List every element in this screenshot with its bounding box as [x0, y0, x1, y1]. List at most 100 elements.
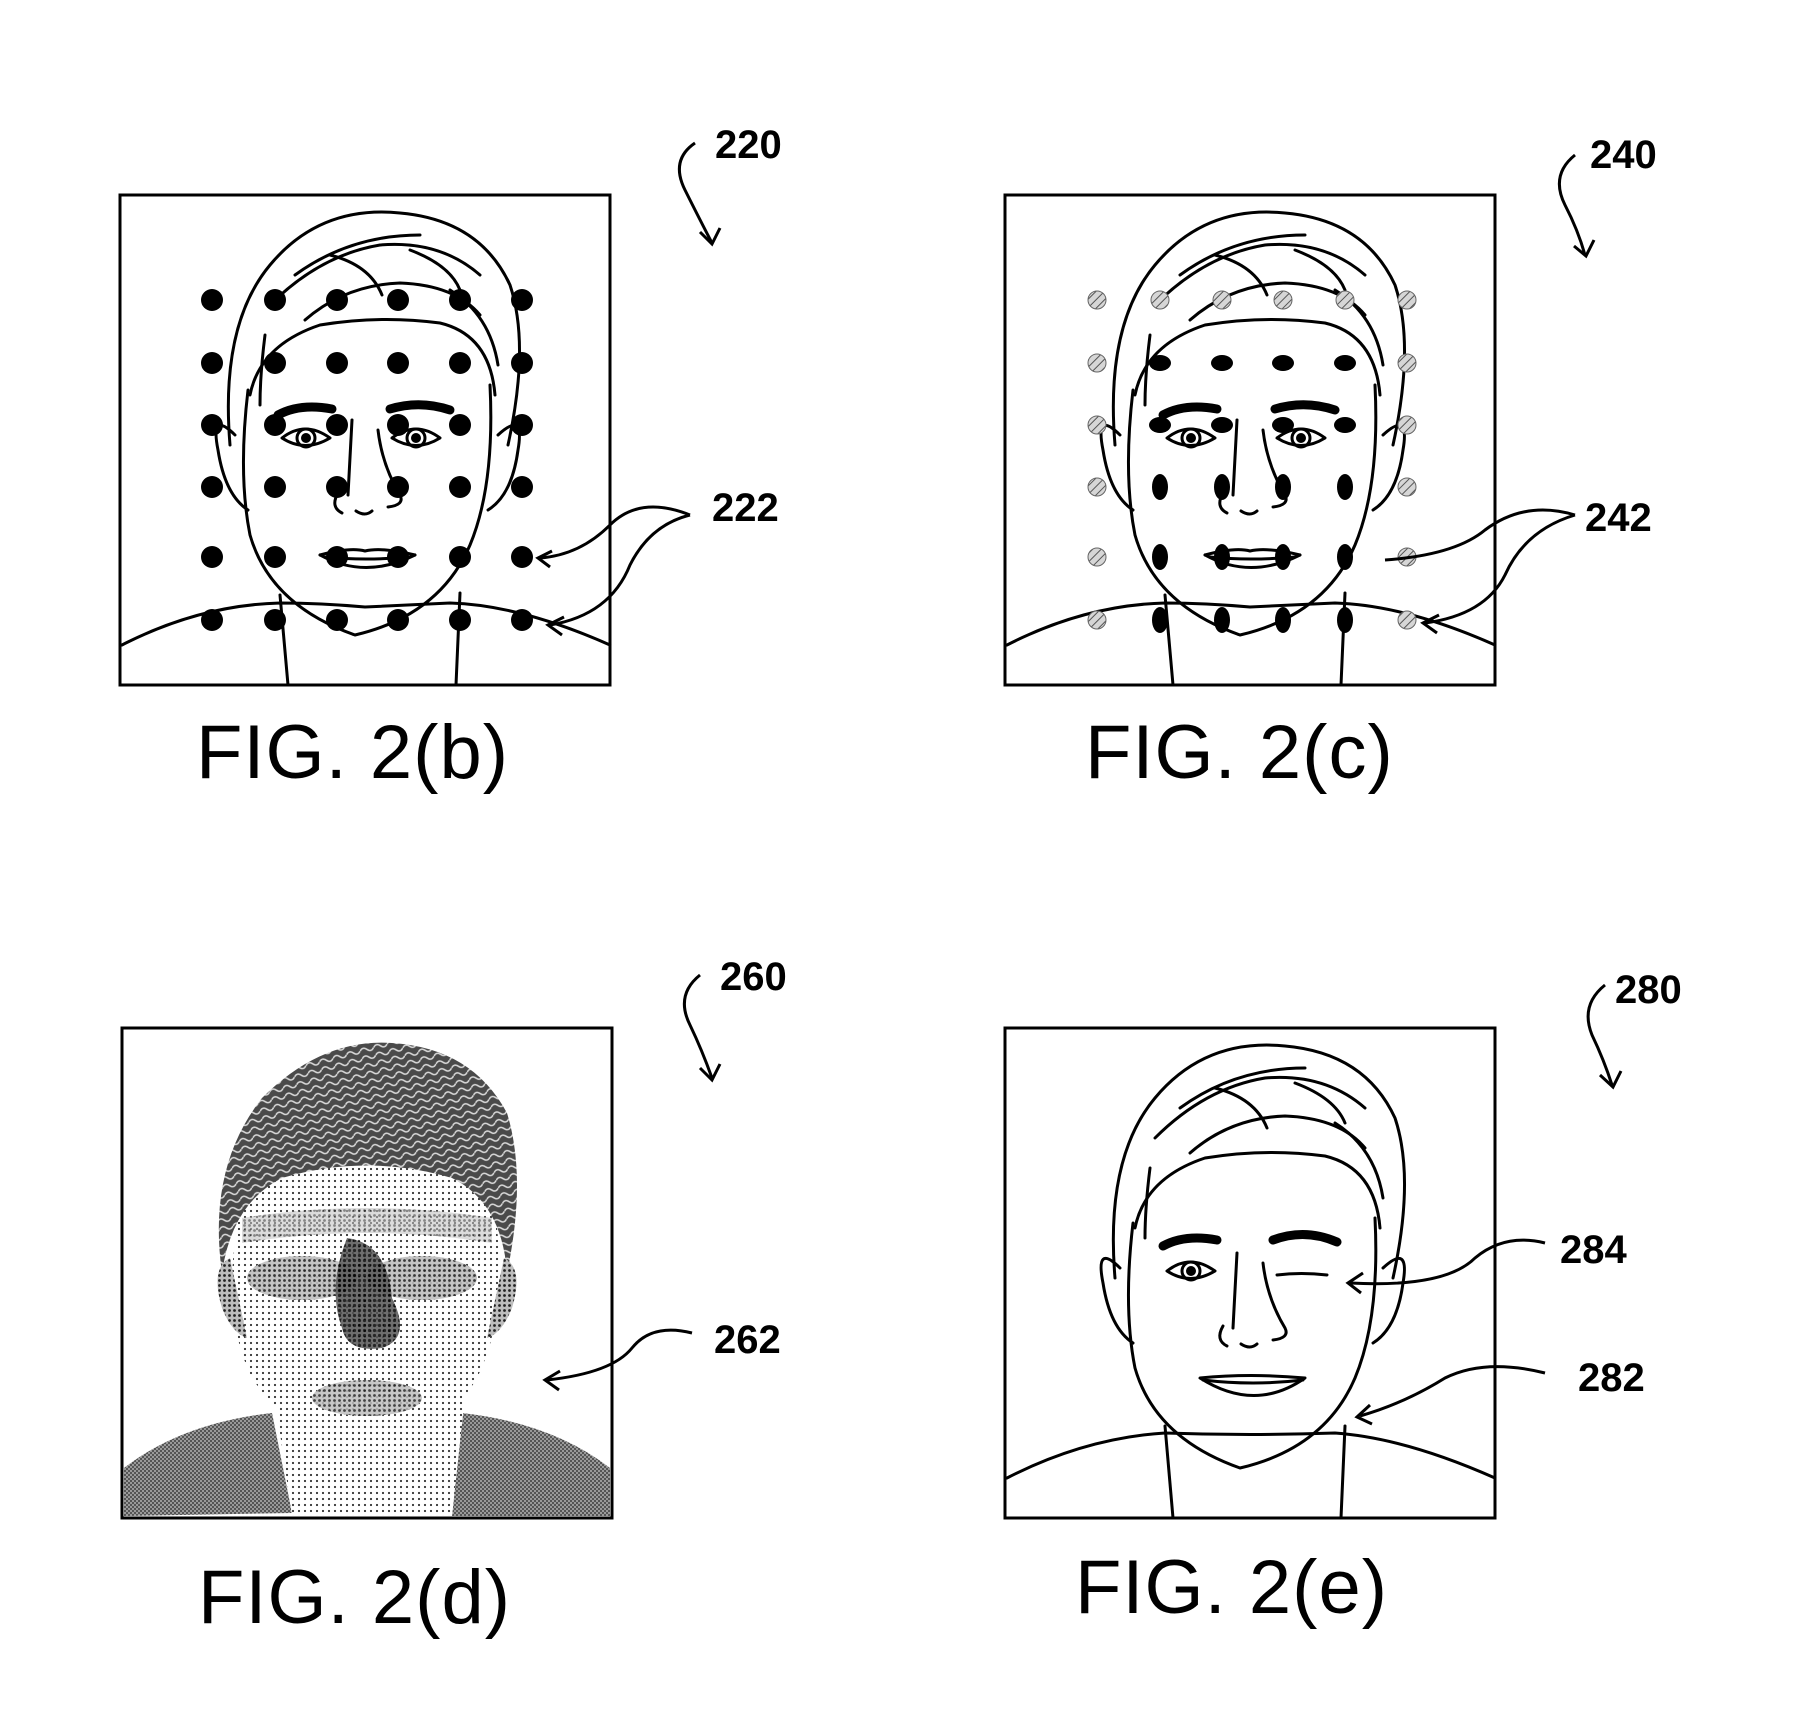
weighted-landmark-weak [1150, 290, 1170, 310]
weighted-landmark-strong [1214, 474, 1230, 500]
landmark-dot [326, 289, 348, 311]
figure-2c-leader-upper [1384, 508, 1576, 562]
weighted-landmark-weak [1397, 610, 1417, 630]
landmark-dot [387, 476, 409, 498]
landmark-dot [201, 609, 223, 631]
figure-2b [118, 193, 691, 687]
ref-242: 242 [1585, 496, 1652, 540]
landmark-dot [264, 289, 286, 311]
weighted-landmark-weak [1273, 290, 1293, 310]
landmark-dot [387, 289, 409, 311]
landmark-dot [449, 352, 471, 374]
figure-2d-nose [335, 1238, 400, 1349]
landmark-dot [449, 414, 471, 436]
weighted-landmark-weak [1397, 290, 1417, 310]
figure-2e-frame [1003, 1026, 1497, 1520]
landmark-dot [264, 476, 286, 498]
landmark-dot [201, 352, 223, 374]
ref-280: 280 [1615, 968, 1682, 1012]
landmark-dot [511, 546, 533, 568]
landmark-dot [387, 414, 409, 436]
weighted-landmark-weak [1087, 290, 1107, 310]
figure-2c-leader-lower [1424, 513, 1576, 625]
landmark-dot [387, 609, 409, 631]
weighted-landmark-strong [1272, 417, 1294, 433]
weighted-landmark-strong [1152, 544, 1168, 570]
landmark-dot [264, 546, 286, 568]
weighted-landmark-strong [1337, 607, 1353, 633]
figure-2e-leader-284 [1349, 1238, 1546, 1286]
landmark-dot [449, 546, 471, 568]
landmark-dot [326, 414, 348, 436]
caption-fig-2b: FIG. 2(b) [196, 710, 510, 795]
landmark-dot [511, 289, 533, 311]
ref-arrow-240 [1557, 153, 1587, 256]
figure-2c-frame [1003, 193, 1497, 687]
figure-2b-landmark-dots [201, 289, 533, 631]
caption-fig-2e: FIG. 2(e) [1075, 1545, 1389, 1630]
weighted-landmark-weak [1087, 547, 1107, 567]
weighted-landmark-weak [1397, 415, 1417, 435]
weighted-landmark-strong [1334, 355, 1356, 371]
landmark-dot [511, 414, 533, 436]
weighted-landmark-weak [1087, 415, 1107, 435]
landmark-dot [264, 609, 286, 631]
weighted-landmark-weak [1087, 610, 1107, 630]
figure-2d [120, 1026, 693, 1520]
landmark-dot [201, 289, 223, 311]
figure-2b-frame [118, 193, 612, 687]
landmark-dot [449, 476, 471, 498]
weighted-landmark-weak [1212, 290, 1232, 310]
weighted-landmark-strong [1152, 607, 1168, 633]
figure-2e [1003, 1026, 1546, 1520]
ref-arrow-220 [677, 141, 714, 244]
weighted-landmark-strong [1149, 355, 1171, 371]
ref-220: 220 [715, 123, 782, 167]
weighted-landmark-strong [1275, 544, 1291, 570]
figure-2e-leader-282 [1359, 1365, 1546, 1418]
ref-arrow-280 [1586, 983, 1614, 1086]
landmark-dot [511, 352, 533, 374]
weighted-landmark-weak [1397, 353, 1417, 373]
weighted-landmark-weak [1087, 353, 1107, 373]
weighted-landmark-weak [1397, 477, 1417, 497]
ref-240: 240 [1590, 133, 1657, 177]
weighted-landmark-strong [1149, 417, 1171, 433]
weighted-landmark-weak [1335, 290, 1355, 310]
caption-fig-2d: FIG. 2(d) [198, 1555, 512, 1640]
landmark-dot [326, 352, 348, 374]
ref-262: 262 [714, 1318, 781, 1362]
weighted-landmark-strong [1334, 417, 1356, 433]
landmark-dot [449, 289, 471, 311]
landmark-dot [264, 414, 286, 436]
landmark-dot [326, 546, 348, 568]
landmark-dot [201, 546, 223, 568]
landmark-dot [449, 609, 471, 631]
figure-2d-shoulders [124, 1413, 292, 1516]
weighted-landmark-strong [1275, 607, 1291, 633]
figure-2c-weighted-landmarks [1087, 290, 1417, 633]
weighted-landmark-strong [1214, 607, 1230, 633]
weighted-landmark-strong [1214, 544, 1230, 570]
weighted-landmark-weak [1087, 477, 1107, 497]
figure-2c [1003, 193, 1576, 687]
landmark-dot [326, 609, 348, 631]
weighted-landmark-strong [1275, 474, 1291, 500]
weighted-landmark-strong [1337, 474, 1353, 500]
figure-2e-face-drawing [1005, 1043, 1497, 1520]
landmark-dot [511, 476, 533, 498]
landmark-dot [201, 476, 223, 498]
ref-284: 284 [1560, 1228, 1627, 1272]
ref-282: 282 [1578, 1356, 1645, 1400]
weighted-landmark-strong [1272, 355, 1294, 371]
figure-2e-winking-eye [1275, 1272, 1329, 1277]
weighted-landmark-strong [1211, 355, 1233, 371]
figure-2b-leader-lower [549, 513, 691, 627]
landmark-dot [387, 352, 409, 374]
ref-260: 260 [720, 955, 787, 999]
ref-arrow-260 [682, 973, 714, 1079]
caption-fig-2c: FIG. 2(c) [1085, 710, 1394, 795]
landmark-dot [387, 546, 409, 568]
weighted-landmark-strong [1152, 474, 1168, 500]
